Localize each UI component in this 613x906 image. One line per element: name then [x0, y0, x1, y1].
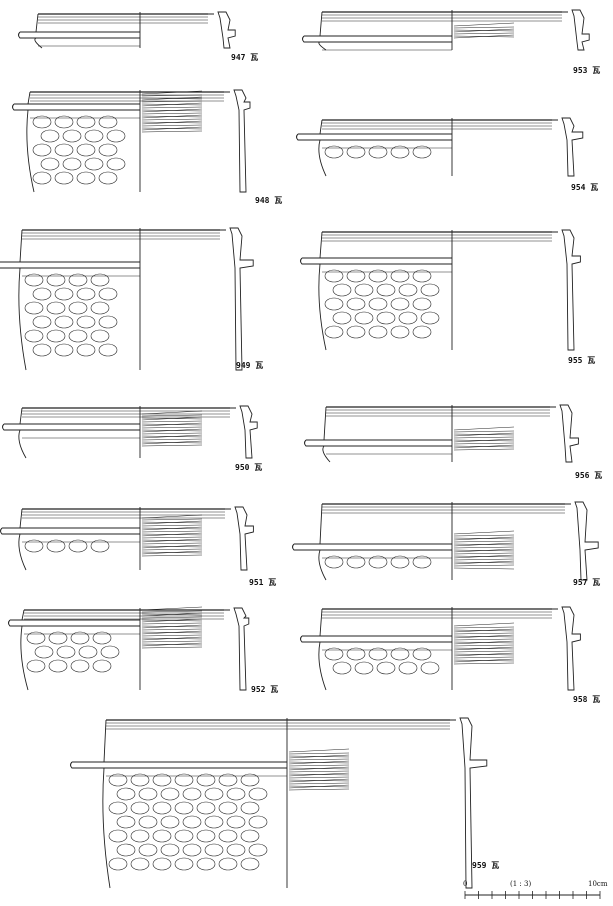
- figure-label-956: 956 瓦: [575, 471, 603, 480]
- figure-label-947: 947 瓦: [231, 53, 259, 62]
- figure-label-957: 957 瓦: [573, 578, 601, 587]
- figure-label-951: 951 瓦: [249, 578, 277, 587]
- vessel-954: [296, 117, 584, 177]
- scale-start-label: 0: [463, 880, 468, 888]
- figure-label-948: 948 瓦: [255, 196, 283, 205]
- scale-ratio-label: (1 : 3): [510, 880, 532, 888]
- figure-label-959: 959 瓦: [472, 861, 500, 870]
- vessel-947: [18, 11, 236, 49]
- vessel-958: [300, 606, 581, 691]
- figure-label-954: 954 瓦: [571, 183, 599, 192]
- vessel-951: [0, 506, 254, 571]
- figure-label-949: 949 瓦: [236, 361, 264, 370]
- vessel-952: [8, 606, 250, 691]
- vessel-959: [70, 717, 488, 889]
- figure-label-955: 955 瓦: [568, 356, 596, 365]
- vessel-950: [2, 405, 258, 459]
- vessel-949: [0, 227, 254, 371]
- vessel-957: [292, 501, 599, 581]
- vessel-956: [304, 404, 579, 463]
- scale-end-label: 10cm: [588, 880, 608, 888]
- scale-bar: [464, 891, 601, 899]
- figure-label-952: 952 瓦: [251, 685, 279, 694]
- vessel-948: [12, 89, 251, 193]
- figure-label-958: 958 瓦: [573, 695, 601, 704]
- figure-label-953: 953 瓦: [573, 66, 601, 75]
- figure-label-950: 950 瓦: [235, 463, 263, 472]
- vessel-955: [300, 229, 581, 351]
- vessel-953: [302, 9, 590, 51]
